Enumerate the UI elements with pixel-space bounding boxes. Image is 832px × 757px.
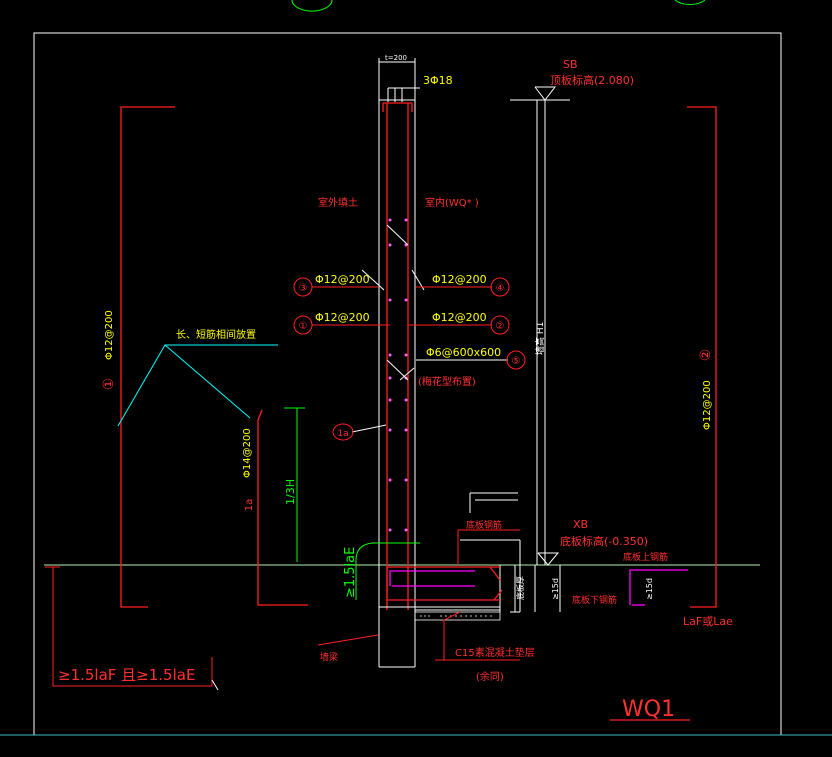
marker-2-right: ② <box>698 349 714 362</box>
label-slab-thk: 底板厚 <box>515 576 525 600</box>
slab-dims <box>514 552 561 612</box>
label-h13: 1/3H <box>284 479 297 505</box>
bottom-leaders <box>317 529 520 661</box>
marker-5: ⑤ <box>512 356 521 367</box>
label-tie: Φ6@600x600 <box>426 346 501 359</box>
drawing-title: WQ1 <box>622 697 675 722</box>
slab-magenta-rebars <box>389 569 688 606</box>
left-rebar-1 <box>120 106 175 608</box>
label-inside: 室内(WQ* ) <box>425 196 479 209</box>
label-bar4: Φ12@200 <box>432 273 487 286</box>
label-wall-thickness: t=200 <box>385 54 407 62</box>
label-bar1a: Φ14@200 <box>242 428 253 478</box>
wall-rebars <box>382 102 413 610</box>
label-tie-note: (梅花型布置) <box>418 375 476 388</box>
lae-curve <box>355 542 420 600</box>
label-long-short: 长、短筋相间放置 <box>176 328 256 341</box>
marker-2-mid: ② <box>496 321 505 332</box>
c15-cushion <box>414 611 501 621</box>
label-wall-h: 墙高 H1 <box>534 322 546 355</box>
label-left-bar: Φ12@200 <box>104 310 115 360</box>
dim-1-3h <box>284 407 305 562</box>
grid-axis-bubbles <box>291 0 706 12</box>
marker-1a-left: 1a <box>244 499 255 512</box>
label-slab-top: 底板上钢筋 <box>623 551 668 563</box>
label-r15d: ≥15d <box>645 578 654 600</box>
bottom-length-dim <box>45 566 213 687</box>
label-c15: C15素混凝土垫层 <box>455 646 535 659</box>
label-laf: LaF或Lae <box>683 615 733 628</box>
top-elevation <box>510 86 570 565</box>
label-outside-soil: 室外填土 <box>318 196 358 209</box>
label-lae: ≥1.5laE <box>343 547 358 598</box>
right-rebar-2 <box>687 106 717 608</box>
label-bot-elev: 底板标高(-0.350) <box>560 534 648 548</box>
label-outer-wall: 墙梁 <box>320 651 338 663</box>
label-top-mark: SB <box>563 58 578 71</box>
label-same: (余同) <box>476 670 504 683</box>
label-bottom-len: ≥1.5laF 且≥1.5laE <box>58 666 195 684</box>
circle-markers <box>293 277 526 441</box>
red-leaders <box>312 286 492 326</box>
label-slab-rebar: 底板钢筋 <box>466 519 502 531</box>
marker-1-left: ① <box>101 378 117 391</box>
label-top-elev: 顶板标高(2.080) <box>550 73 634 87</box>
label-bar1-mid: Φ12@200 <box>315 311 370 324</box>
label-slab-15d: ≥15d <box>551 578 560 600</box>
slab-outline <box>378 492 521 613</box>
slab-rebars <box>386 566 503 602</box>
cyan-leader <box>117 344 278 427</box>
marker-4: ④ <box>496 283 505 294</box>
marker-3: ③ <box>299 283 308 294</box>
label-right-bar: Φ12@200 <box>702 380 713 430</box>
label-bar3: Φ12@200 <box>315 273 370 286</box>
label-slab-bot: 底板下钢筋 <box>572 594 617 606</box>
label-bot-mark: XB <box>573 518 588 531</box>
marker-1a: 1a <box>337 429 348 439</box>
left-rebar-1a <box>257 409 308 606</box>
label-top-bars: 3Φ18 <box>423 74 453 87</box>
marker-1-mid: ① <box>299 321 308 332</box>
bottom-length-ticks <box>211 679 219 691</box>
label-bar2-mid: Φ12@200 <box>432 311 487 324</box>
